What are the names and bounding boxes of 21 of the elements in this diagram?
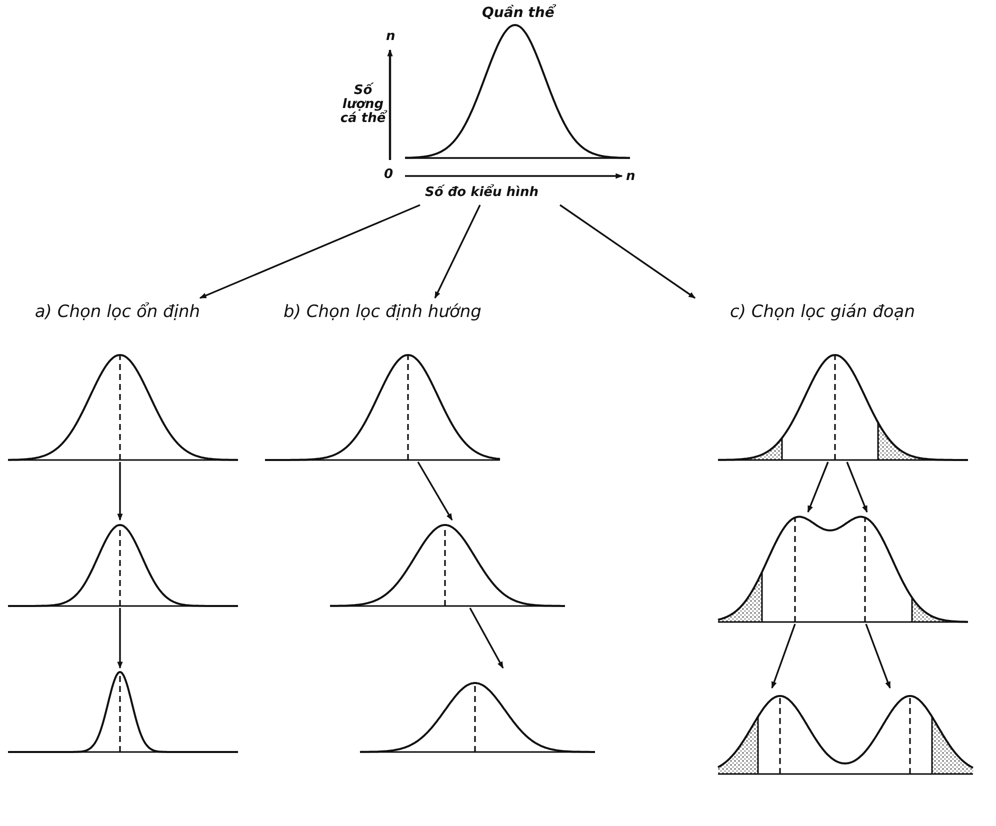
section-heading: b) Chọn lọc định hướng	[255, 298, 510, 325]
axis-label: n	[626, 170, 636, 184]
arrow	[117, 608, 123, 669]
axis-title: Số đo kiểu hình	[425, 186, 539, 200]
axis-label: 0	[384, 168, 394, 182]
arrow	[469, 608, 504, 669]
arrow	[771, 624, 796, 689]
arrow	[417, 462, 453, 521]
arrow	[199, 204, 420, 299]
arrow	[865, 624, 891, 689]
graph-title: Quần thể	[482, 6, 554, 20]
arrow	[807, 462, 829, 513]
axis-label: n	[386, 30, 396, 44]
arrow	[846, 462, 868, 513]
section-heading: c) Chọn lọc gián đoạn	[685, 298, 960, 325]
section-heading: a) Chọn lọc ổn định	[5, 298, 230, 325]
arrow	[434, 204, 481, 299]
axis-title: Số lượng cá thể	[339, 84, 388, 126]
arrow	[560, 204, 696, 299]
distribution-curve-drawing	[8, 668, 238, 754]
arrow	[117, 462, 123, 521]
